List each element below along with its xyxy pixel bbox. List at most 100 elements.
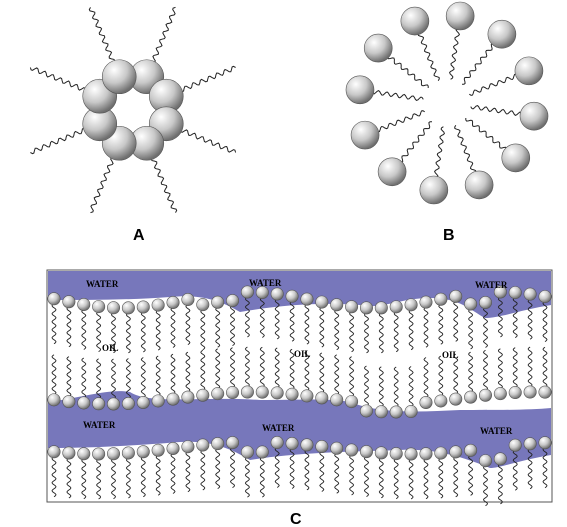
layer-2-tail: [512, 347, 518, 388]
head-group-sphere: [419, 395, 433, 409]
layer-2-tail: [274, 347, 280, 389]
head-group-sphere: [523, 385, 537, 399]
layer-3-tail: [289, 448, 295, 489]
head-group-sphere: [419, 295, 433, 309]
surfactant-tail: [465, 118, 507, 151]
head-group-sphere: [136, 445, 150, 459]
head-group-sphere: [404, 405, 418, 419]
head-group-sphere: [389, 300, 403, 314]
head-group-sphere: [196, 298, 210, 312]
water-label-bottom-left: WATER: [83, 420, 116, 430]
layer-2-tail: [200, 349, 206, 391]
head-group-sphere: [434, 292, 448, 306]
layer-2-tail: [319, 352, 325, 394]
head-group-sphere: [359, 445, 373, 459]
layer-3-tail: [378, 457, 384, 499]
layer-1-tail: [185, 304, 191, 345]
layer-3-tail: [438, 457, 444, 499]
head-group-sphere: [181, 390, 195, 404]
layer-3-tail: [96, 458, 102, 500]
water-label-top-left: WATER: [86, 279, 119, 289]
head-group-sphere: [350, 120, 380, 150]
layer-3-tail: [408, 458, 414, 500]
head-group-sphere: [478, 296, 492, 310]
layer-3-tail: [81, 458, 87, 500]
head-group-sphere: [330, 393, 344, 407]
head-group-sphere: [181, 440, 195, 454]
head-group-sphere: [404, 298, 418, 312]
head-group-sphere: [62, 395, 76, 409]
layer-3-tail: [140, 456, 146, 498]
layer-1-tail: [244, 296, 250, 338]
head-group-sphere: [538, 290, 552, 304]
layer-2-tail: [453, 353, 459, 395]
layer-2-tail: [497, 348, 503, 390]
layer-2-tail: [408, 366, 414, 407]
layer-3-tail: [259, 456, 265, 498]
water-label-bottom-right: WATER: [480, 426, 513, 436]
layer-3-tail: [170, 453, 176, 494]
layer-3-tail: [274, 447, 280, 488]
layer-3-tail: [304, 449, 310, 491]
layer-2-tail: [125, 358, 131, 399]
head-group-sphere: [449, 445, 463, 459]
layer-1-tail: [349, 311, 355, 353]
phase-labels: WATER WATER WATER OIL OIL OIL WATER WATE…: [83, 278, 513, 436]
head-group-sphere: [363, 33, 393, 63]
layer-1-tail: [96, 311, 102, 352]
layer-2-tail: [229, 347, 236, 388]
surfactant-tail: [449, 27, 461, 80]
head-group-sphere: [285, 437, 299, 451]
layer-3-tail: [51, 456, 57, 498]
head-group-sphere: [434, 446, 448, 460]
layer-3-tail: [155, 454, 161, 496]
head-group-sphere: [487, 19, 517, 49]
head-group-sphere: [136, 395, 150, 409]
head-group-sphere: [345, 395, 359, 409]
layer-2-tail: [96, 358, 102, 400]
head-group-sphere: [300, 292, 314, 306]
layer-1-tail: [512, 297, 518, 338]
layer-1-tail: [453, 301, 459, 342]
layer-3-tail: [497, 463, 503, 505]
head-layer: [47, 285, 552, 468]
head-group-sphere: [285, 289, 299, 303]
layer-3-tail: [482, 465, 489, 507]
layer-3-tail: [363, 456, 370, 497]
layer-3-tail: [334, 452, 340, 494]
layer-1-tail: [125, 312, 131, 354]
head-group-sphere: [270, 436, 284, 450]
head-group-sphere: [345, 75, 375, 105]
panel-c-label: C: [290, 511, 302, 527]
head-group-sphere: [270, 287, 284, 301]
head-group-sphere: [121, 301, 135, 315]
water-label-top-mid: WATER: [249, 278, 282, 288]
surfactant-tail: [150, 156, 178, 213]
layer-3-tail: [215, 448, 221, 489]
head-group-sphere: [226, 436, 240, 450]
head-group-sphere: [464, 297, 478, 311]
head-group-sphere: [315, 391, 329, 405]
layer-2-tail: [304, 350, 310, 392]
surfactant-tail: [371, 89, 424, 101]
layer-1-tail: [393, 311, 399, 353]
head-group-sphere: [449, 289, 463, 303]
head-group-sphere: [107, 447, 121, 461]
layer-1-tail: [274, 298, 280, 340]
surfactant-tail: [88, 7, 116, 64]
layer-1-tail: [423, 306, 429, 348]
layer-2-tail: [289, 348, 295, 390]
layer-1-tail: [319, 306, 325, 348]
panel-a-label: A: [133, 227, 145, 244]
head-group-sphere: [255, 445, 269, 459]
head-group-sphere: [136, 300, 150, 314]
layer-3-tail: [200, 449, 206, 491]
head-group-sphere: [77, 447, 91, 461]
head-group-sphere: [92, 397, 106, 411]
head-group-sphere: [389, 447, 403, 461]
layer-1-tail: [408, 309, 414, 351]
layer-3-tail: [319, 451, 325, 492]
layer-2-tail: [334, 354, 340, 396]
layer-1-tail: [51, 303, 57, 345]
head-group-sphere: [77, 297, 91, 311]
